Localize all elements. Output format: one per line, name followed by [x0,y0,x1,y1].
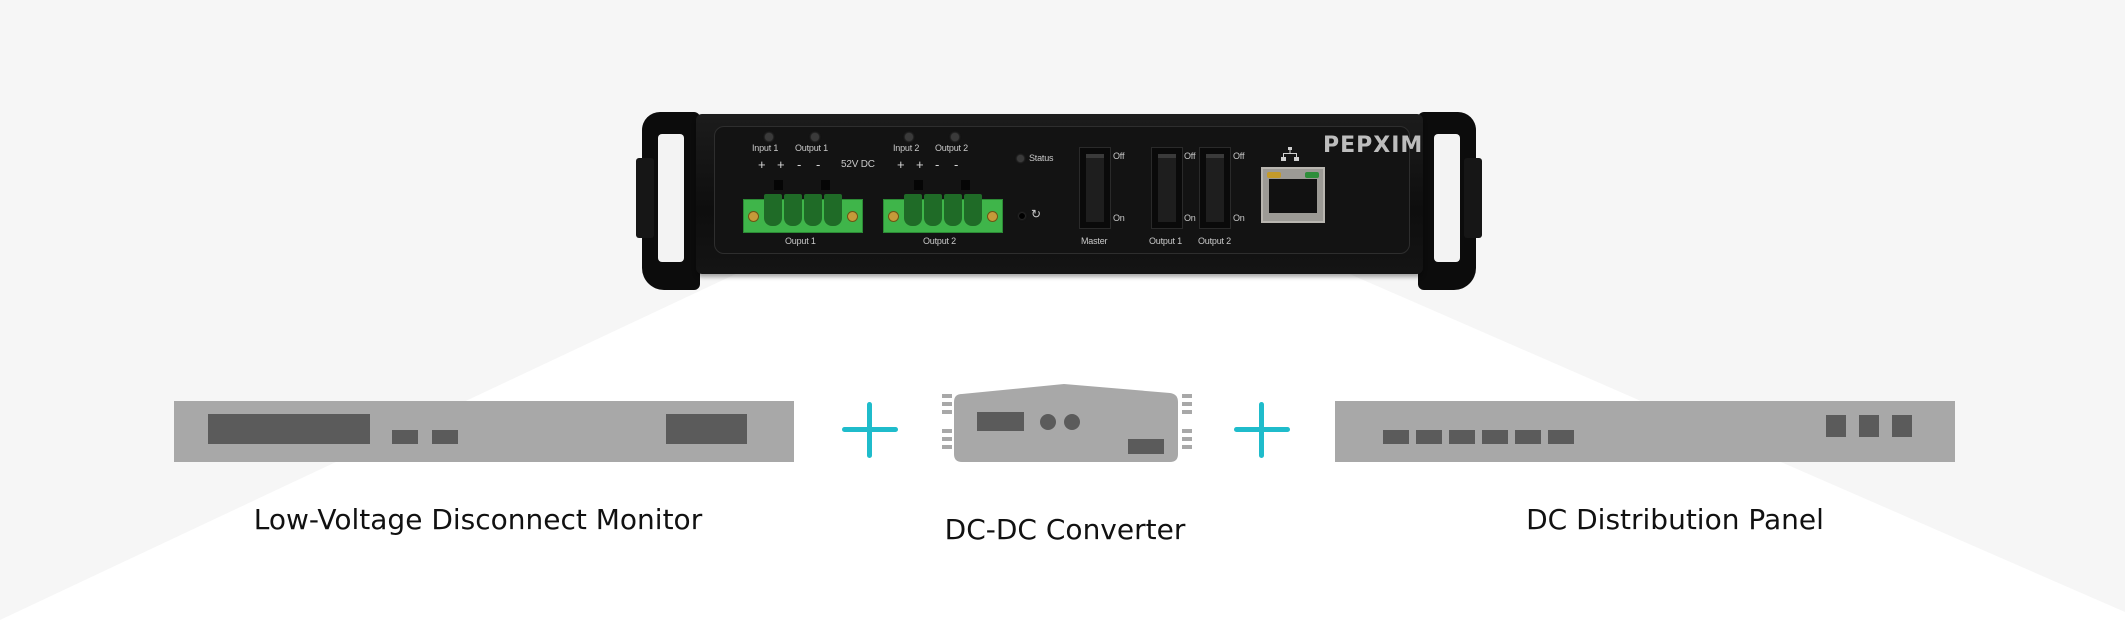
breaker [1826,415,1846,437]
plus-icon [842,402,898,458]
polarity-sign: + [916,157,924,172]
port [1482,430,1508,444]
port [392,430,418,444]
display-port [208,414,370,444]
polarity-sign: - [935,157,940,172]
network-icon [1281,147,1299,161]
led-output-2 [951,133,959,141]
caption-lvd-monitor: Low-Voltage Disconnect Monitor [253,503,703,536]
breaker [1859,415,1879,437]
polarity-sign: - [816,157,821,172]
terminal-label-output-1: Ouput 1 [785,236,816,246]
port [1548,430,1574,444]
device-chassis: Input 1 Output 1 + + - - 52V DC Input 2 … [696,114,1423,274]
switch-output-2-label: Output 2 [1198,236,1231,246]
mounting-ear-left [636,112,700,290]
label-input-2: Input 2 [893,143,920,153]
polarity-sign: + [897,157,905,172]
port [1449,430,1475,444]
switch-output-1-label: Output 1 [1149,236,1182,246]
switch-master[interactable] [1079,147,1111,229]
port [432,430,458,444]
switch-output-1-on-label: On [1184,213,1196,223]
breaker [1892,415,1912,437]
dc-dc-converter-illustration [942,384,1192,462]
device-faceplate: Input 1 Output 1 + + - - 52V DC Input 2 … [714,126,1422,254]
port [1383,430,1409,444]
polarity-sign: - [797,157,802,172]
switch-output-1-off-label: Off [1184,151,1196,161]
lvd-monitor-illustration [174,401,794,462]
led-status [1017,155,1024,162]
polarity-sign: + [758,157,766,172]
switch-master-on-label: On [1113,213,1125,223]
pepxim-device: Input 1 Output 1 + + - - 52V DC Input 2 … [636,112,1482,290]
led-input-1 [765,133,773,141]
switch-output-2-on-label: On [1233,213,1245,223]
port [1416,430,1442,444]
terminal-label-output-2: Output 2 [923,236,956,246]
mounting-ear-right [1418,112,1482,290]
switch-output-2[interactable] [1199,147,1231,229]
label-output-1: Output 1 [795,143,828,153]
switch-output-1[interactable] [1151,147,1183,229]
caption-dc-dc-converter: DC-DC Converter [944,513,1186,546]
switch-master-off-label: Off [1113,151,1125,161]
caption-dc-distribution-panel: DC Distribution Panel [1526,503,1824,536]
polarity-sign: - [954,157,959,172]
led-input-2 [905,133,913,141]
led-output-1 [811,133,819,141]
reset-pinhole[interactable] [1019,213,1025,219]
label-output-2: Output 2 [935,143,968,153]
voltage-label: 52V DC [841,159,875,170]
reset-icon: ↻ [1031,207,1041,221]
plus-icon [1234,402,1290,458]
switch-output-2-off-label: Off [1233,151,1245,161]
polarity-sign: + [777,157,785,172]
terminal-block-output-1[interactable] [743,180,863,233]
port [666,414,747,444]
switch-master-label: Master [1081,236,1108,246]
label-input-1: Input 1 [752,143,779,153]
port [1515,430,1541,444]
dc-distribution-panel-illustration [1335,401,1955,462]
brand-logo: PEPXIM [1323,133,1424,158]
ethernet-port[interactable] [1261,167,1325,223]
terminal-block-output-2[interactable] [883,180,1003,233]
label-status: Status [1029,153,1054,163]
